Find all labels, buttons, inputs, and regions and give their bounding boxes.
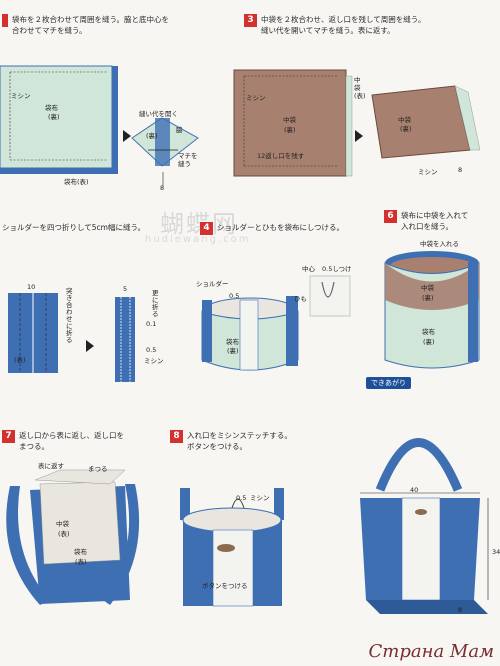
step-number: 6 [384,210,397,223]
label-8b: 8 [458,166,463,174]
step-text: 中袋を２枚合わせ、返し口を残して周囲を縫う。 縫い代を開いてマチを縫う。表に返す… [261,15,426,35]
step-shoulder: ショルダーを四つ折りして5cm幅に縫う。 [2,222,145,241]
label-outer: 袋布 [422,328,435,336]
outer-fabric-front [0,65,113,169]
label-05: 0.5 [236,494,247,502]
step-text: 返し口から表に返し、返し口を まつる。 [19,431,124,451]
label-gusset: マチを 縫う [178,152,198,168]
finished-badge: できあがり [366,377,411,389]
label-mishin: ミシン [250,494,270,502]
label-back2: (裏) [146,132,158,140]
step-number: 3 [244,14,257,27]
label-lining: 中袋 [283,116,296,124]
label-8: 8 [160,184,165,192]
label-back2: (裏) [423,338,435,346]
label-back2: (裏) [400,125,412,133]
label-back: (裏) [422,294,434,302]
label-mishin: ミシン [144,357,164,365]
label-05: 0.5 [229,292,240,300]
label-back: (裏) [227,347,239,355]
label-lining: 中袋 [421,284,434,292]
step-number: 4 [200,222,213,235]
label-center: 中心 [302,265,315,273]
label-mishin: ミシン [11,92,31,100]
lining-fabric [234,70,346,176]
label-back: (裏) [284,126,296,134]
step-topstitch: 8 入れ口をミシンステッチする。 ボタンをつける。 [170,430,292,452]
label-outer: 袋布 [45,104,58,112]
label-outer: 袋布 [74,548,87,556]
label-shoulder: ショルダー [196,280,229,288]
label-outer: 袋布 [226,338,239,346]
label-baste: 0.5しつけ [322,265,352,273]
step-sew-outer: 袋布を２枚合わせて周囲を縫う。脇と底中心を 合わせてマチを縫う。 [2,14,169,36]
watermark: 蝴蝶网 [160,210,238,238]
label-lining2: 中袋 [398,116,411,124]
label-front: (表) [14,356,26,364]
step-text: ショルダーとひもを袋布にしつける。 [217,223,345,232]
label-back: (裏) [48,113,60,121]
step-insert-lining: 6 袋布に中袋を入れて 入れ口を縫う。 [384,210,468,232]
step-text: ショルダーを四つ折りして5cm幅に縫う。 [2,223,146,232]
step-attach-strap: 4 ショルダーとひもを袋布にしつける。 [200,222,344,241]
label-5: 5 [123,285,128,293]
step-turn-out: 7 返し口から表に返し、返し口を まつる。 [2,430,124,452]
step-number: 8 [170,430,183,443]
dim-depth: 8 [458,606,463,614]
label-button: ボタンをつける [202,582,248,590]
label-fold-meet: 突 き 合 わ せ に 折 る [66,287,73,344]
site-watermark: Страна Мам [368,641,495,662]
label-opening: 12返し口を残す [257,152,305,160]
shoulder-strap-folded [115,297,135,382]
step-text: 袋布に中袋を入れて 入れ口を縫う。 [401,211,469,231]
label-lining-front: 中 袋 (表) [354,76,366,100]
label-open-seam: 縫い代を開く [139,110,178,118]
label-mishin2: ミシン [418,168,438,176]
label-cord: ひも [294,295,307,303]
dim-width: 40 [410,486,419,494]
watermark-url: hudiewang.com [145,234,251,245]
label-05: 0.5 [146,346,157,354]
label-front: (表) [58,530,70,538]
label-10: 10 [27,283,36,291]
label-front2: (表) [75,558,87,566]
label-01: 0.1 [146,320,157,328]
label-slipstitch: まつる [88,465,108,473]
label-lining: 中袋 [56,520,69,528]
label-insert-lining: 中袋を入れる [420,240,459,248]
step-text: 入れ口をミシンステッチする。 ボタンをつける。 [187,431,292,451]
label-outer-front: 袋布(表) [64,178,89,186]
step-number: 7 [2,430,15,443]
dim-height: 34 [492,548,500,556]
label-mishin: ミシン [246,94,266,102]
step-sew-lining: 3 中袋を２枚合わせ、返し口を残して周囲を縫う。 縫い代を開いてマチを縫う。表に返… [244,14,425,36]
step-number [2,14,8,27]
step-text: 袋布を２枚合わせて周囲を縫う。脇と底中心を 合わせてマチを縫う。 [12,15,170,35]
label-fold-more: 更 に 折 る [152,289,159,318]
label-turn-out: 表に返す [38,462,64,470]
label-side: 脇 [176,126,183,134]
